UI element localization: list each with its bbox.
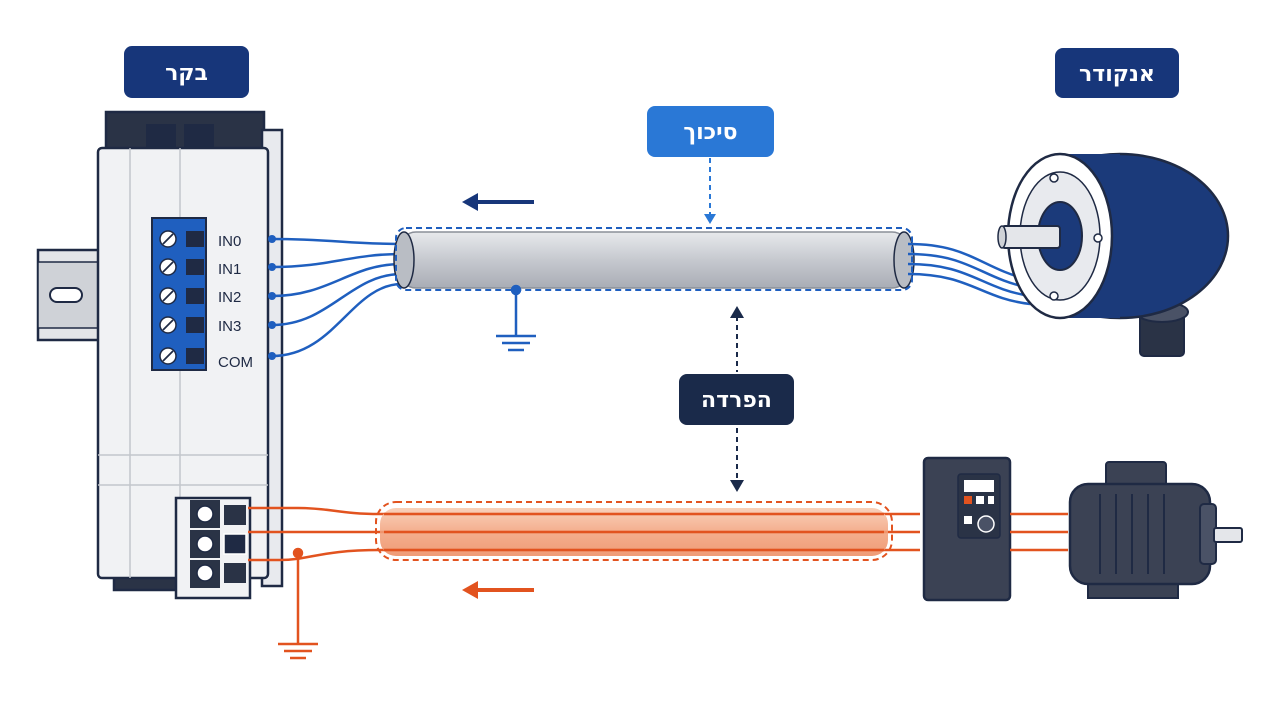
encoder-label-text: אנקודר: [1079, 62, 1155, 87]
terminal-label-com: COM: [218, 354, 253, 371]
terminal-screw-slot-3: [162, 319, 174, 331]
separation-indicator: הפרדה: [679, 306, 794, 492]
controller-label: בקר: [124, 46, 249, 98]
arrow-left-icon: [462, 581, 534, 599]
encoder-icon: [997, 152, 1230, 357]
terminal-label-in3: IN3: [218, 318, 241, 335]
shielded-signal-cable: [393, 227, 915, 291]
signal-terminal-block: [151, 217, 207, 371]
controller: IN0 IN1 IN2 IN3 COM: [36, 110, 284, 600]
power-cable: [375, 501, 893, 561]
terminal-slot-4: [186, 348, 204, 364]
terminal-slot-0: [186, 231, 204, 247]
shield-label-text: סיכוך: [683, 120, 737, 145]
arrow-left-icon: [462, 193, 534, 211]
terminal-slot-1: [186, 259, 204, 275]
vfd-drive-icon: [922, 456, 1012, 602]
ground-icon: [496, 284, 536, 352]
din-rail-icon: [36, 248, 102, 342]
ground-icon: [278, 547, 318, 660]
shield-label: סיכוך: [647, 106, 774, 224]
terminal-screw-slot-1: [162, 261, 174, 273]
signal-wires: [271, 237, 403, 358]
power-terminal-block: [174, 496, 252, 600]
terminal-label-in1: IN1: [218, 261, 241, 278]
motor-icon: [1068, 461, 1243, 599]
encoder-wires: [907, 242, 1031, 306]
encoder-label: אנקודר: [1055, 48, 1179, 98]
terminal-screw-slot-2: [162, 290, 174, 302]
terminal-label-in2: IN2: [218, 289, 241, 306]
separation-label-text: הפרדה: [701, 388, 772, 413]
terminal-screw-slot-0: [162, 233, 174, 245]
terminal-screw-slot-4: [162, 350, 174, 362]
terminal-slot-2: [186, 288, 204, 304]
terminal-slot-3: [186, 317, 204, 333]
terminal-label-in0: IN0: [218, 233, 241, 250]
controller-label-text: בקר: [165, 61, 208, 86]
